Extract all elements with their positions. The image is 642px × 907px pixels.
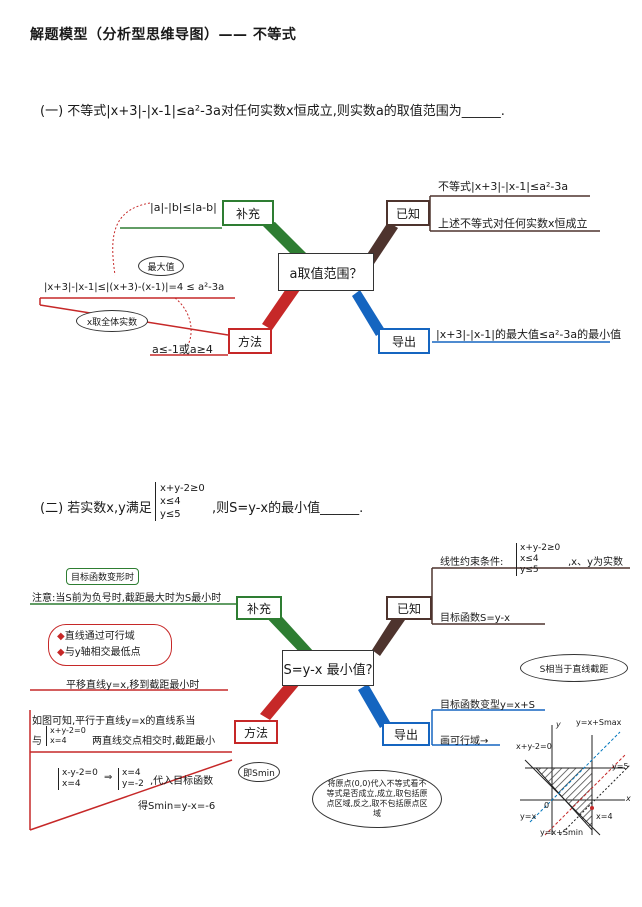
known-item-1b: 上述不等式对任何实数x恒成立 bbox=[438, 217, 588, 230]
q2-eq3: y≤5 bbox=[160, 509, 181, 520]
diamond-icon: ◆ bbox=[57, 647, 65, 658]
solve-res2: y=-2 bbox=[122, 779, 144, 789]
known-item-1a: 不等式|x+3|-|x-1|≤a²-3a bbox=[438, 180, 569, 193]
method-eq2: x=4 bbox=[50, 736, 67, 745]
cloud-right: S相当于直线截距 bbox=[520, 654, 628, 682]
q2-eq2: x≤4 bbox=[160, 496, 181, 507]
method-result-1: a≤-1或a≥4 bbox=[152, 343, 213, 356]
supplement-box-2: 补充 bbox=[236, 596, 282, 620]
supplement-tag: 目标函数变形时 bbox=[66, 568, 140, 585]
cloud-item-2: 与y轴相交最低点 bbox=[64, 647, 141, 658]
solve-eq1: x-y-2=0 bbox=[62, 768, 98, 778]
bubble-smin: 即Smin bbox=[238, 762, 280, 782]
derive-box-2: 导出 bbox=[382, 722, 430, 746]
method-text-2-prefix: 与 bbox=[32, 736, 42, 747]
solve-arrow: ⇒ bbox=[104, 772, 113, 783]
graph-line-bottom: y=x+Smin bbox=[540, 828, 584, 837]
solve-suffix: ,代入目标函数 bbox=[150, 776, 214, 787]
question-2-suffix: ,则S=y-x的最小值______. bbox=[212, 501, 364, 516]
shift-note: 平移直线y=x,移到截距最小时 bbox=[66, 680, 200, 691]
center-node-1: a取值范围？ bbox=[278, 253, 374, 291]
branch-derive-2 bbox=[358, 684, 390, 728]
question-1: (一) 不等式|x+3|-|x-1|≤a²-3a对任何实数x恒成立,则实数a的取… bbox=[40, 104, 505, 119]
method-text-1: 如图可知,平行于直线y=x的直线系当 bbox=[32, 716, 196, 727]
branch-derive-1 bbox=[352, 290, 385, 336]
supplement-note: 注意:当S前为负号时,截距最大时为S最小时 bbox=[32, 593, 222, 604]
graph-line-top: y=x+Smax bbox=[576, 718, 622, 727]
origin-note-bubble: 将原点(0,0)代入不等式看不等式是否成立,成立,取包括原点区域,反之,取不包括… bbox=[312, 770, 442, 828]
branch-method-2 bbox=[260, 678, 300, 720]
question-2-prefix: (二) 若实数x,y满足 bbox=[40, 501, 152, 516]
solve-result: x=4 y=-2 bbox=[118, 768, 144, 790]
bubble-max: 最大值 bbox=[138, 256, 184, 276]
derive-item-2a: 目标函数变型y=x+S bbox=[440, 700, 535, 711]
method-text-2-suffix: 两直线交点相交时,截距最小 bbox=[92, 736, 216, 747]
solve-final: 得Smin=y-x=-6 bbox=[138, 801, 216, 812]
center-node-2: S=y-x 最小值? bbox=[282, 650, 374, 686]
graph-y5: y=5 bbox=[612, 762, 629, 771]
known-eq1: x+y-2≥0 bbox=[520, 543, 561, 553]
method-eq1: x+y-2=0 bbox=[50, 726, 86, 735]
method-formula-1: |x+3|-|x-1|≤|(x+3)-(x-1)|=4 ≤ a²-3a bbox=[44, 282, 225, 293]
known-box-2: 已知 bbox=[386, 596, 432, 620]
known-objective: 目标函数S=y-x bbox=[440, 613, 510, 624]
solve-system: x-y-2=0 x=4 bbox=[58, 768, 98, 790]
question-2-system: x+y-2≥0 x≤4 y≤5 bbox=[155, 482, 205, 521]
supplement-item-1: |a|-|b|≤|a-b| bbox=[150, 201, 217, 214]
feasible-region-graph bbox=[520, 725, 631, 836]
supplement-box-1: 补充 bbox=[222, 200, 274, 226]
derive-item-2b: 画可行域→ bbox=[440, 736, 489, 747]
branch-supplement-2 bbox=[262, 608, 314, 658]
solve-res1: x=4 bbox=[122, 768, 141, 778]
cloud-item-1: 直线通过可行域 bbox=[64, 631, 135, 642]
doc-title: 解题模型（分析型思维导图）—— 不等式 bbox=[30, 27, 297, 43]
solve-eq2: x=4 bbox=[62, 779, 81, 789]
graph-y-axis: y bbox=[556, 720, 561, 729]
graph-x4: x=4 bbox=[596, 812, 613, 821]
diamond-icon: ◆ bbox=[57, 631, 65, 642]
method-box-1: 方法 bbox=[228, 328, 272, 354]
branch-method-1 bbox=[262, 283, 300, 330]
known-eq3: y≤5 bbox=[520, 565, 539, 575]
graph-x-axis: x bbox=[626, 794, 631, 803]
q2-eq1: x+y-2≥0 bbox=[160, 483, 205, 494]
method-box-2: 方法 bbox=[234, 720, 278, 744]
graph-origin: 0 bbox=[544, 801, 550, 810]
known-constraint-suffix: ,x、y为实数 bbox=[568, 557, 624, 568]
cloud-left: ◆直线通过可行域 ◆与y轴相交最低点 bbox=[48, 624, 172, 666]
graph-yx: y=x bbox=[520, 812, 537, 821]
known-box-1: 已知 bbox=[386, 200, 430, 226]
derive-box-1: 导出 bbox=[378, 328, 430, 354]
bubble-all-x: x取全体实数 bbox=[76, 310, 148, 332]
known-eq2: x≤4 bbox=[520, 554, 539, 564]
known-system: x+y-2≥0 x≤4 y≤5 bbox=[516, 543, 560, 576]
method-system-a: x+y-2=0 x=4 bbox=[46, 726, 86, 746]
derive-item-1: |x+3|-|x-1|的最大值≤a²-3a的最小值 bbox=[436, 328, 622, 341]
graph-line1: x+y-2=0 bbox=[516, 742, 552, 751]
branch-known-2 bbox=[372, 614, 405, 656]
known-constraint-label: 线性约束条件: bbox=[440, 557, 504, 568]
